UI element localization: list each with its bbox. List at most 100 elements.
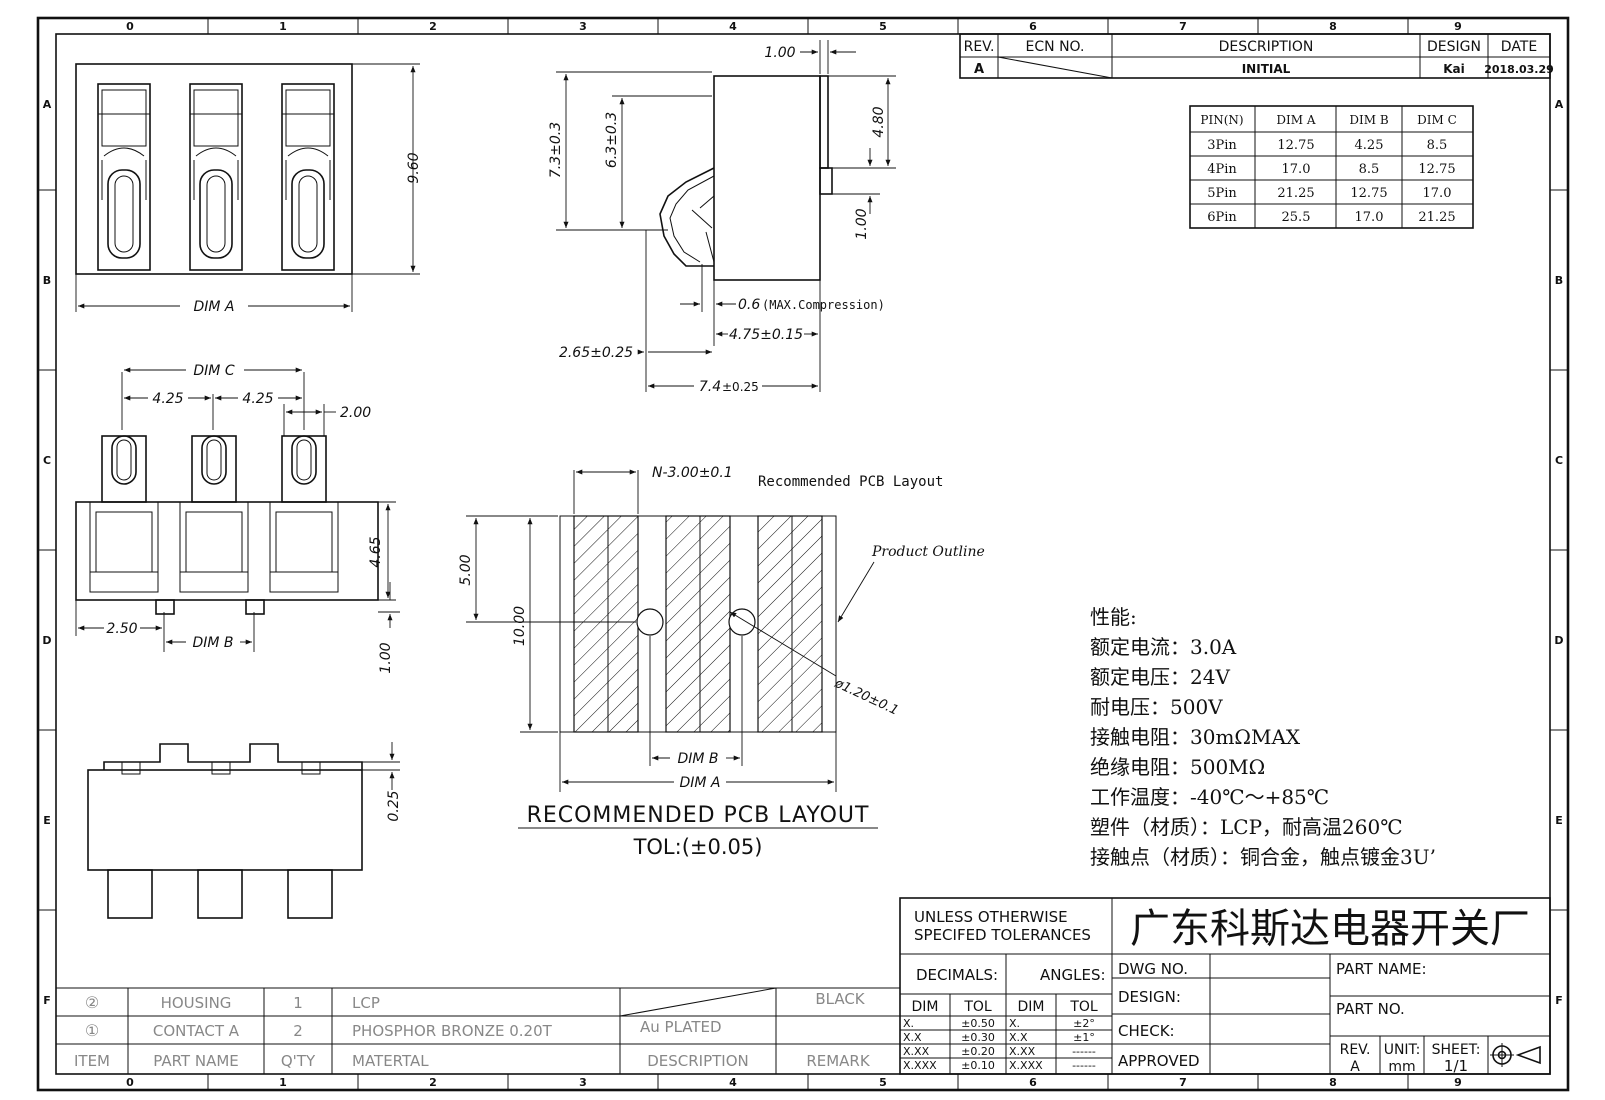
pin-table-cell: 12.75 (1418, 162, 1455, 177)
pin-table-cell: 8.5 (1359, 162, 1380, 177)
dec-dim-header: DIM (912, 999, 939, 1015)
dim-side-d3-tol: ±0.25 (722, 380, 759, 394)
dec-tol-header: TOL (963, 999, 992, 1015)
pin-table-cell: 4.25 (1355, 138, 1384, 153)
pin-table-cell: 3Pin (1207, 138, 1237, 153)
bom-header-desc: DESCRIPTION (647, 1052, 749, 1070)
unit-label: UNIT: (1384, 1042, 1421, 1058)
pin-table-cell: 12.75 (1350, 186, 1387, 201)
pin-table-header: PIN(N) (1200, 113, 1243, 127)
zone-col-label: 0 (126, 20, 134, 33)
projection-symbol-icon (1490, 1043, 1541, 1067)
check-label: CHECK: (1118, 1022, 1175, 1040)
sheet-value: 1/1 (1444, 1057, 1468, 1075)
zone-row-label: A (43, 98, 52, 111)
bom-material: LCP (352, 994, 380, 1012)
zone-col-label: 7 (1179, 1076, 1187, 1089)
top-view: 9.60 DIM A (75, 63, 422, 315)
dim-b-front: DIM B (192, 635, 233, 651)
bom-material: PHOSPHOR BRONZE 0.20T (352, 1022, 553, 1040)
design-label: DESIGN: (1118, 988, 1181, 1006)
dwg-no-label: DWG NO. (1118, 960, 1188, 978)
zone-row-label: E (1555, 814, 1563, 827)
dim-pitch-2: 4.25 (242, 391, 273, 407)
dim-pcb-h1: 5.00 (458, 554, 474, 585)
design-value: Kai (1443, 62, 1465, 76)
spec-line: 接触电阻：30mΩMAX (1090, 725, 1301, 749)
zone-row-label: D (1554, 634, 1563, 647)
dim-side-h3: 4.80 (871, 106, 887, 137)
ang-dim: X.XX (1009, 1045, 1036, 1058)
product-outline-label: Product Outline (871, 544, 985, 560)
bottom-view: 0.25 (87, 742, 402, 919)
dec-tol: ±0.30 (961, 1031, 995, 1044)
spec-line: 额定电流：3.0A (1090, 635, 1237, 659)
bom-desc: Au PLATED (640, 1018, 722, 1036)
bom-header-name: PART NAME (153, 1052, 239, 1070)
dim-a-top: DIM A (193, 299, 234, 315)
dim-side-d1: 4.75±0.15 (729, 327, 803, 343)
dim-side-h4: 1.00 (854, 208, 870, 239)
bom-item: ① (85, 1021, 99, 1040)
pin-table-cell: 12.75 (1277, 138, 1314, 153)
zone-col-label: 9 (1454, 20, 1462, 33)
pin-table-cell: 17.0 (1355, 210, 1384, 225)
zone-row-label: C (1555, 454, 1563, 467)
pin-table-cell: 8.5 (1427, 138, 1448, 153)
dim-offset: 2.50 (106, 621, 137, 637)
pin-table-header: DIM C (1417, 113, 1457, 127)
bom-qty: 2 (293, 1022, 303, 1040)
ang-dim-header: DIM (1018, 999, 1045, 1015)
spec-line: 塑件（材质）：LCP，耐高温260℃ (1090, 815, 1403, 839)
zone-row-label: B (1555, 274, 1563, 287)
zone-col-label: 3 (579, 1076, 587, 1089)
dim-pcb-hole: ø1.20±0.1 (831, 676, 900, 719)
pin-table-cell: 6Pin (1207, 210, 1237, 225)
dim-side-d3: 7.4 (699, 379, 721, 395)
unit-value: mm (1388, 1059, 1415, 1075)
approved-label: APPROVED (1118, 1052, 1200, 1070)
pin-table-cell: 17.0 (1282, 162, 1311, 177)
desc-header: DESCRIPTION (1219, 39, 1314, 55)
spec-line: 工作温度：-40℃～+85℃ (1090, 785, 1329, 809)
zone-col-label: 4 (729, 20, 737, 33)
dim-front-low: 1.00 (378, 642, 394, 673)
pin-table-cell: 5Pin (1207, 186, 1237, 201)
dec-dim: X.XXX (903, 1059, 937, 1072)
zone-col-label: 5 (879, 20, 887, 33)
ang-tol: ------ (1072, 1059, 1096, 1072)
zone-col-label: 4 (729, 1076, 737, 1089)
dim-top-height: 9.60 (406, 152, 422, 183)
frame (36, 16, 1570, 1092)
dim-side-h1: 7.3±0.3 (548, 122, 564, 178)
dim-side-h2: 6.3±0.3 (604, 112, 620, 168)
bom-header-remark: REMARK (806, 1052, 871, 1070)
dim-c: DIM C (193, 363, 234, 379)
inner-border (55, 33, 1551, 1075)
pin-table-header: DIM A (1276, 113, 1315, 127)
decimals-label: DECIMALS: (916, 966, 998, 984)
bom-remark: BLACK (815, 990, 865, 1008)
company-name: 广东科斯达电器开关厂 (1130, 906, 1530, 952)
part-name-label: PART NAME: (1336, 960, 1427, 978)
pcb-title-small: Recommended PCB Layout (758, 474, 943, 490)
date-header: DATE (1501, 39, 1537, 55)
bom-name: CONTACT A (153, 1022, 240, 1040)
dim-pcb-h2: 10.00 (512, 606, 528, 646)
dec-tol: ±0.50 (961, 1017, 995, 1030)
ang-tol: ±1° (1073, 1031, 1095, 1044)
zone-row-label: B (43, 274, 51, 287)
bom-header-item: ITEM (74, 1052, 110, 1070)
pin-table-cell: 4Pin (1207, 162, 1237, 177)
front-view: DIM C 4.25 4.25 2.00 4.65 2.50 DIM B (75, 363, 400, 674)
dec-dim: X.XX (903, 1045, 930, 1058)
dec-tol: ±0.10 (961, 1059, 995, 1072)
bom-item: ② (85, 993, 99, 1012)
dim-side-comp-note: (MAX.Compression) (762, 298, 885, 312)
pin-table-cell: 17.0 (1423, 186, 1452, 201)
zone-col-label: 2 (429, 1076, 437, 1089)
zone-col-label: 8 (1329, 20, 1337, 33)
